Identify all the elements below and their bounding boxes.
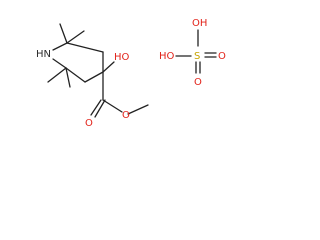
bond-carbonyl-to-ester-o	[102, 99, 123, 113]
sulfuric-oh-top-label: OH	[192, 18, 207, 29]
sulfuric-o-bottom-label: O	[194, 77, 202, 88]
carbonyl-oxygen-label: O	[85, 118, 93, 129]
bond-c5-c4	[84, 71, 104, 83]
piperidine-molecule: HN HO O O	[36, 23, 149, 129]
bond-n-c6	[52, 58, 67, 69]
sulfuric-acid-molecule: OH HO S O O	[159, 18, 226, 88]
oh-label: HO	[114, 52, 130, 63]
bond-carbonyl-double-1	[90, 99, 102, 116]
sulfur-label: S	[194, 51, 200, 62]
nh-label: HN	[36, 49, 51, 60]
bond-c6-me1	[47, 67, 67, 83]
bond-c4-oh	[102, 61, 115, 73]
bond-carbonyl-double-2	[94, 99, 106, 118]
bond-c2-me1	[59, 23, 68, 44]
bond-c2-n	[52, 42, 68, 51]
sulfuric-ho-left-label: HO	[159, 51, 175, 62]
bond-ester-o-methyl	[127, 104, 149, 115]
sulfuric-o-right-label: O	[218, 51, 226, 62]
bond-c6-c5	[65, 67, 86, 83]
bond-c6-me2	[65, 67, 71, 88]
chemical-structure-diagram: HN HO O O OH HO S O O	[36, 18, 226, 129]
bond-c3-c2	[66, 42, 104, 53]
ester-oxygen-label: O	[122, 110, 130, 121]
bond-c2-me2	[66, 30, 85, 44]
